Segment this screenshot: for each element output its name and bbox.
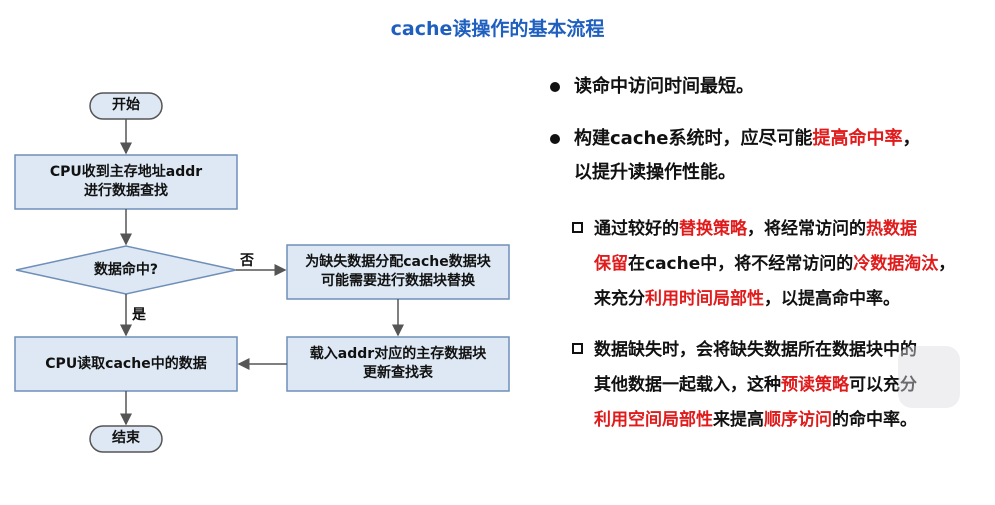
- bullet-2-line2: 以提升读操作性能。: [574, 162, 736, 183]
- flowchart: [14, 92, 510, 453]
- page-title: cache读操作的基本流程: [390, 18, 605, 40]
- bullet-list: 读命中访问时间最短。 构建cache系统时，应尽可能提高命中率， 以提升读操作性…: [548, 70, 978, 438]
- bullet-1-text: 读命中访问时间最短。: [574, 76, 754, 97]
- sub2-hl-1: 预读策略: [781, 375, 849, 395]
- sub-bullet-replacement: 通过较好的替换策略，将经常访问的热数据 保留在cache中，将不经常访问的冷数据…: [548, 212, 978, 317]
- sub2-hl-2: 利用空间局部性: [594, 410, 713, 430]
- end-node: [89, 425, 163, 453]
- step1-line2: 进行数据查找: [84, 183, 168, 199]
- square-bullet-icon: [572, 222, 583, 233]
- miss2-label: 载入addr对应的主存数据块 更新查找表: [287, 345, 509, 383]
- sub1-text-e: 来充分: [594, 289, 645, 309]
- miss1-line1: 为缺失数据分配cache数据块: [305, 254, 491, 270]
- sub1-hl-3: 保留: [594, 254, 628, 274]
- square-bullet-icon: [572, 343, 583, 354]
- step1-label: CPU收到主存地址addr 进行数据查找: [15, 163, 237, 201]
- bullet-2-text-b: ，: [902, 128, 921, 149]
- sub1-text-f: ，以提高命中率。: [764, 289, 900, 309]
- load-block-box: [286, 336, 510, 392]
- sub1-hl-5: 利用时间局部性: [645, 289, 764, 309]
- start-label: 开始: [112, 97, 140, 113]
- bullet-dot-icon: [550, 82, 560, 92]
- sub1-hl-1: 替换策略: [679, 219, 747, 239]
- read-label: CPU读取cache中的数据: [45, 356, 207, 372]
- bullet-dot-icon: [550, 134, 560, 144]
- sub2-text-d: 来提高: [713, 410, 764, 430]
- sub1-hl-2: 热数据: [866, 219, 917, 239]
- watermark-logo: [898, 346, 960, 408]
- decision-label: 数据命中?: [93, 262, 159, 278]
- sub1-text-d: ，: [938, 254, 956, 274]
- sub2-text-e: 的命中率。: [832, 410, 917, 430]
- bullet-2-highlight: 提高命中率: [812, 128, 903, 149]
- bullet-read-hit: 读命中访问时间最短。: [548, 70, 978, 104]
- end-label: 结束: [112, 430, 140, 446]
- allocate-block-box: [286, 244, 510, 300]
- bullet-hit-rate: 构建cache系统时，应尽可能提高命中率， 以提升读操作性能。: [548, 122, 978, 190]
- miss2-line2: 更新查找表: [363, 365, 433, 381]
- no-label: 否: [240, 253, 254, 269]
- miss1-line2: 可能需要进行数据块替换: [321, 273, 475, 289]
- sub1-text-c: 在cache中，将不经常访问的: [628, 254, 854, 274]
- step1-line1: CPU收到主存地址addr: [49, 164, 203, 180]
- miss1-label: 为缺失数据分配cache数据块 可能需要进行数据块替换: [287, 253, 509, 291]
- receive-address-box: [14, 154, 238, 210]
- bullet-2-text-a: 构建cache系统时，应尽可能: [574, 128, 813, 149]
- sub2-hl-3: 顺序访问: [764, 410, 832, 430]
- sub1-text-b: ，将经常访问的: [747, 219, 866, 239]
- sub-bullet-prefetch: 数据缺失时，会将缺失数据所在数据块中的 其他数据一起载入，这种预读策略可以充分 …: [548, 333, 978, 438]
- sub2-text-c: 可以充分: [849, 375, 917, 395]
- sub2-text-a: 数据缺失时，会将缺失数据所在数据块中的: [594, 340, 917, 360]
- sub2-text-b: 其他数据一起载入，这种: [594, 375, 781, 395]
- miss2-line1: 载入addr对应的主存数据块: [309, 346, 487, 362]
- yes-label: 是: [132, 307, 146, 323]
- sub1-hl-4: 冷数据淘汰: [853, 254, 939, 274]
- sub1-text-a: 通过较好的: [594, 219, 679, 239]
